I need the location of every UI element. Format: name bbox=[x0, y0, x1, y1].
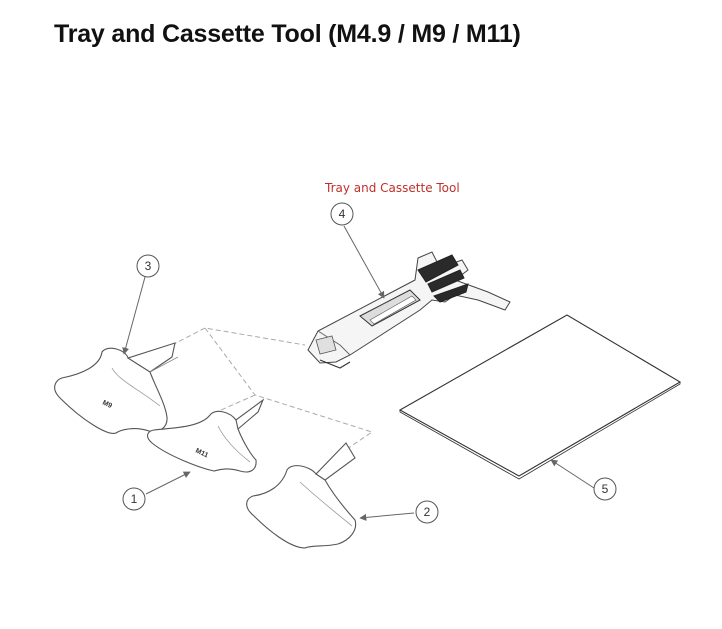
callout-2: 2 bbox=[415, 500, 439, 524]
tray-part-2 bbox=[246, 442, 357, 549]
dashed-relationship-line bbox=[171, 327, 374, 452]
leader-arrow-3 bbox=[122, 276, 146, 355]
leader-arrow-4 bbox=[343, 225, 385, 299]
callout-3: 3 bbox=[136, 254, 160, 278]
callout-3-number: 3 bbox=[145, 259, 152, 273]
tool-caption: Tray and Cassette Tool bbox=[325, 181, 460, 195]
tray-1-label: M11 bbox=[194, 447, 209, 459]
callout-4-number: 4 bbox=[339, 207, 346, 221]
callout-4: 4 bbox=[330, 202, 354, 226]
sheet-part-5 bbox=[398, 314, 682, 480]
tray-part-1: M11 bbox=[146, 398, 265, 473]
callout-5: 5 bbox=[593, 477, 617, 501]
leader-arrow-2 bbox=[359, 512, 415, 521]
tray-3-label: M9 bbox=[101, 399, 113, 409]
tray-cassette-tool-part-4 bbox=[307, 251, 511, 369]
leader-arrow-5 bbox=[550, 459, 595, 489]
callout-2-number: 2 bbox=[424, 505, 431, 519]
tray-part-3: M9 bbox=[54, 342, 179, 434]
callout-1: 1 bbox=[122, 487, 146, 511]
page-title: Tray and Cassette Tool (M4.9 / M9 / M11) bbox=[54, 20, 521, 48]
callout-5-number: 5 bbox=[602, 482, 609, 496]
callout-1-number: 1 bbox=[131, 492, 138, 506]
leader-arrow-1 bbox=[145, 471, 191, 495]
